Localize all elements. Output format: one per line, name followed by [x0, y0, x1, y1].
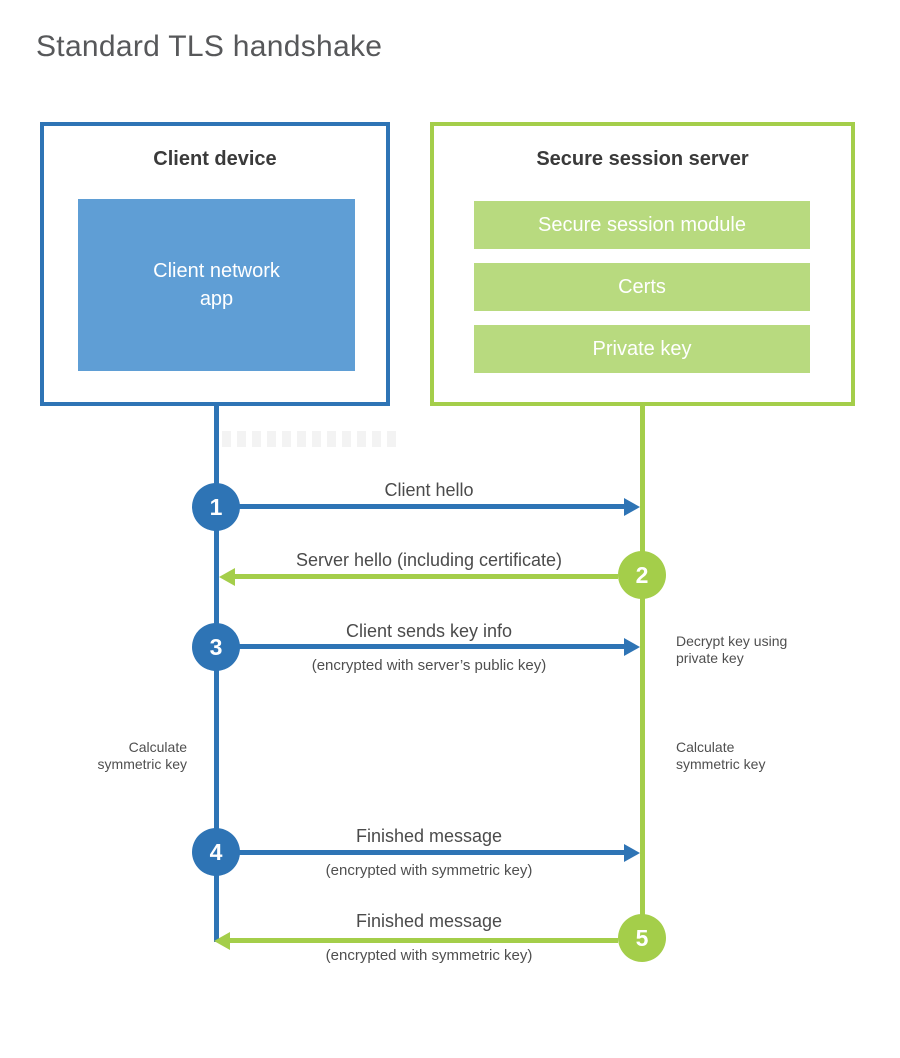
step5-message-sublabel: (encrypted with symmetric key): [325, 947, 533, 964]
step4-message-label: Finished message: [355, 826, 503, 846]
faded-artifact-row: [222, 431, 396, 447]
step3-number: 3: [209, 633, 223, 660]
page-title: Standard TLS handshake: [36, 30, 383, 63]
calculate-symmetric-key-note-client: Calculate symmetric key: [97, 739, 187, 772]
step2-circle: 2: [618, 551, 666, 599]
step5-message-label: Finished message: [355, 911, 503, 931]
secure-session-server-box: Secure session server Secure session mod…: [430, 122, 855, 406]
step2-message-label: Server hello (including certificate): [295, 550, 563, 570]
server-module-bar: Secure session module: [474, 201, 810, 249]
step1-number: 1: [209, 493, 223, 520]
step2-arrow-line: [233, 574, 618, 579]
server-module-label: Secure session module: [538, 213, 746, 236]
step5-arrow-line: [228, 938, 618, 943]
step3-message-sublabel: (encrypted with server’s public key): [311, 657, 547, 674]
client-network-app-label: Client network app: [153, 260, 280, 310]
step3-circle: 3: [192, 623, 240, 671]
step4-arrow-line: [236, 850, 626, 855]
client-lifeline: [214, 406, 219, 942]
step1-circle: 1: [192, 483, 240, 531]
server-certs-label: Certs: [618, 275, 666, 298]
step5-arrowhead-left-icon: [214, 932, 230, 950]
client-device-title: Client device: [153, 148, 277, 170]
step3-arrowhead-right-icon: [624, 638, 640, 656]
step4-arrowhead-right-icon: [624, 844, 640, 862]
step4-number: 4: [209, 838, 223, 865]
client-device-box: Client device Client network app: [40, 122, 390, 406]
secure-session-server-title: Secure session server: [536, 148, 749, 170]
step1-arrowhead-right-icon: [624, 498, 640, 516]
client-network-app-box: Client network app: [78, 199, 355, 371]
step3-arrow-line: [236, 644, 626, 649]
step1-message-label: Client hello: [384, 480, 474, 500]
step3-message-label: Client sends key info: [345, 621, 513, 641]
step5-circle: 5: [618, 914, 666, 962]
step5-number: 5: [635, 924, 649, 951]
step4-message-sublabel: (encrypted with symmetric key): [325, 862, 533, 879]
decrypt-key-note: Decrypt key using private key: [676, 633, 788, 666]
server-lifeline: [640, 406, 645, 940]
step2-number: 2: [635, 561, 649, 588]
step1-arrow-line: [236, 504, 626, 509]
server-private-key-label: Private key: [592, 337, 692, 360]
calculate-symmetric-key-note-server: Calculate symmetric key: [676, 739, 766, 772]
step2-arrowhead-left-icon: [219, 568, 235, 586]
step4-circle: 4: [192, 828, 240, 876]
server-certs-bar: Certs: [474, 263, 810, 311]
server-private-key-bar: Private key: [474, 325, 810, 373]
